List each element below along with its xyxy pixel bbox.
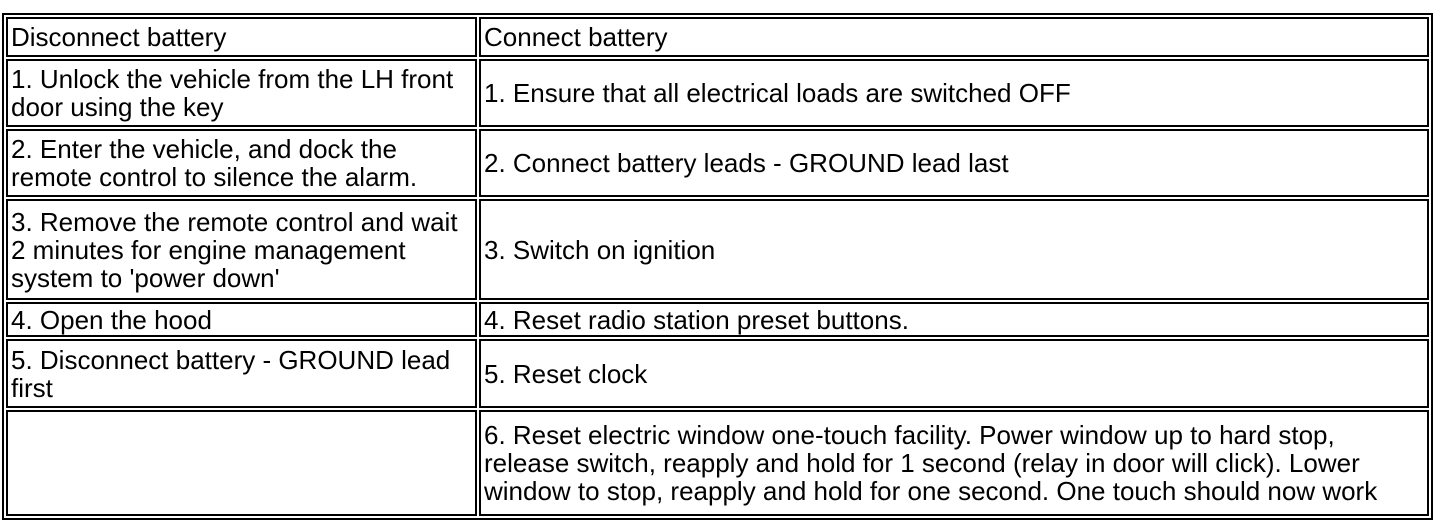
table-row: 4. Open the hood 4. Reset radio station … — [6, 302, 1429, 337]
cell-connect-step-6: 6. Reset electric window one-touch facil… — [479, 410, 1429, 516]
column-header-connect-battery: Connect battery — [479, 17, 1429, 57]
cell-disconnect-step-5: 5. Disconnect battery - GROUND lead firs… — [6, 339, 477, 408]
table-row: 1. Unlock the vehicle from the LH front … — [6, 59, 1429, 127]
cell-disconnect-step-4: 4. Open the hood — [6, 302, 477, 337]
cell-connect-step-3: 3. Switch on ignition — [479, 199, 1429, 300]
cell-disconnect-step-3: 3. Remove the remote control and wait 2 … — [6, 199, 477, 300]
table-row: 6. Reset electric window one-touch facil… — [6, 410, 1429, 516]
cell-disconnect-step-1: 1. Unlock the vehicle from the LH front … — [6, 59, 477, 127]
cell-connect-step-1: 1. Ensure that all electrical loads are … — [479, 59, 1429, 127]
cell-connect-step-5: 5. Reset clock — [479, 339, 1429, 408]
table-row: 3. Remove the remote control and wait 2 … — [6, 199, 1429, 300]
table-row: 5. Disconnect battery - GROUND lead firs… — [6, 339, 1429, 408]
battery-procedure-table: Disconnect battery Connect battery 1. Un… — [2, 13, 1433, 520]
table-header-row: Disconnect battery Connect battery — [6, 17, 1429, 57]
cell-connect-step-4: 4. Reset radio station preset buttons. — [479, 302, 1429, 337]
column-header-disconnect-battery: Disconnect battery — [6, 17, 477, 57]
table-row: 2. Enter the vehicle, and dock the remot… — [6, 129, 1429, 197]
cell-disconnect-empty — [6, 410, 477, 516]
cell-connect-step-2: 2. Connect battery leads - GROUND lead l… — [479, 129, 1429, 197]
cell-disconnect-step-2: 2. Enter the vehicle, and dock the remot… — [6, 129, 477, 197]
